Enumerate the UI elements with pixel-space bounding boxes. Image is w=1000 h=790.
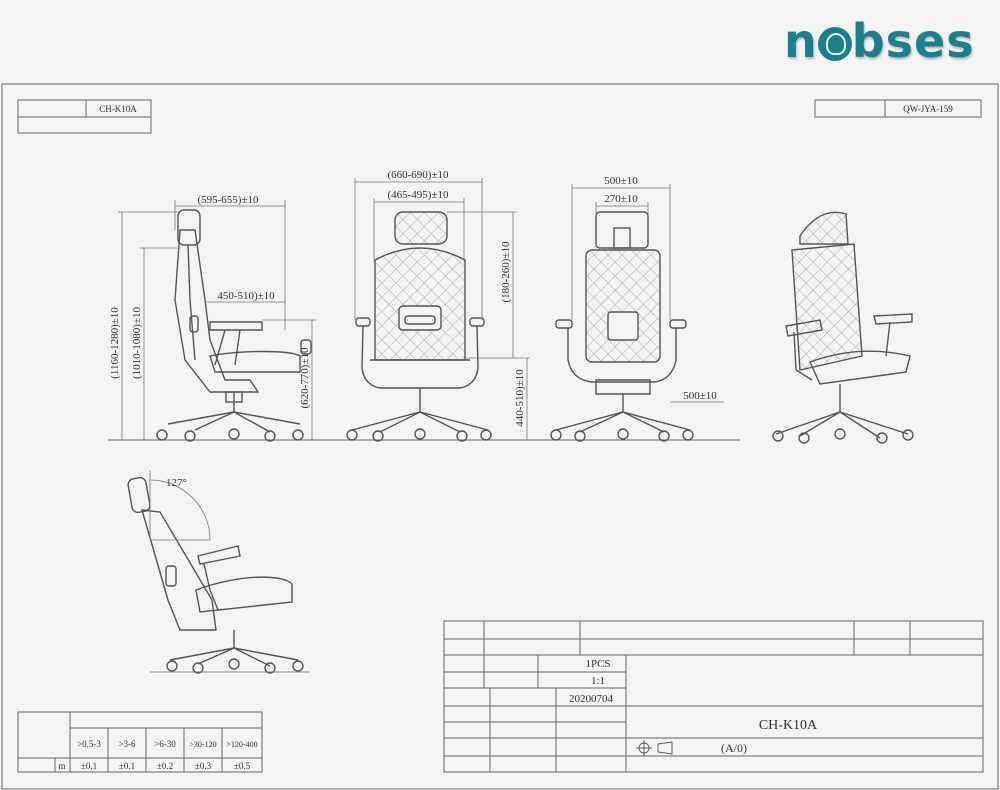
front-back-width-label: (465-495)±10 (387, 189, 449, 201)
side-total-height-label: (1160-1280)±10 (109, 307, 121, 379)
front-seat-height-label: 440-510)±10 (514, 369, 526, 427)
front-headrest-height-label: (180-260)±10 (500, 241, 512, 303)
front-view-chair (346, 211, 492, 442)
sheet-border (1, 83, 999, 790)
tolerance-range-2: >3-6 (118, 739, 136, 749)
reclined-view-chair (127, 476, 304, 674)
back-view-chair (550, 211, 694, 442)
projection-symbol-icon (636, 740, 673, 756)
header-right-code: QW-JYA-159 (903, 104, 953, 114)
tolerance-range-1: >0.5-3 (77, 739, 101, 749)
tolerance-range-3: >6-30 (154, 739, 176, 749)
title-model: CH-K10A (759, 718, 818, 733)
title-block (443, 620, 984, 773)
title-date: 20200704 (569, 693, 614, 705)
tolerance-value-5: ±0.5 (234, 761, 251, 771)
header-left-code: CH-K10A (99, 104, 137, 114)
side-seat-back-height-label: (1010-1080)±10 (131, 306, 143, 379)
back-width-label: 500±10 (604, 175, 638, 187)
recline-angle-label: 127° (166, 477, 187, 489)
header-right-box (814, 99, 982, 118)
back-headrest-width-label: 270±10 (604, 193, 638, 205)
side-arm-depth-label: 450-510)±10 (217, 290, 275, 302)
side-view-dimensions (118, 200, 316, 440)
perspective-view-chair (772, 211, 914, 444)
side-view-chair (156, 209, 312, 442)
title-revision: (A/0) (721, 741, 747, 755)
side-width-label: (595-655)±10 (197, 194, 259, 206)
header-left-box (17, 99, 152, 134)
logo-text-rest: bses (851, 14, 975, 68)
tolerance-table (17, 711, 263, 773)
recline-angle-arc (149, 470, 211, 541)
front-view-dimensions (354, 178, 530, 440)
tolerance-range-4: >30-120 (189, 740, 216, 749)
tolerance-value-4: ±0.3 (195, 761, 212, 771)
title-quantity: 1PCS (585, 658, 610, 670)
tolerance-value-2: ±0.1 (119, 761, 135, 771)
tolerance-value-3: ±0.2 (157, 761, 173, 771)
tolerance-value-1: ±0.1 (81, 761, 97, 771)
lightbulb-icon (817, 27, 852, 61)
side-arm-height-label: (620-770)±10 (299, 347, 311, 409)
title-scale: 1:1 (591, 675, 605, 687)
front-total-width-label: (660-690)±10 (387, 169, 449, 181)
back-view-dimensions (571, 184, 724, 403)
tolerance-unit: m (58, 761, 65, 771)
back-base-width-label: 500±10 (683, 390, 717, 402)
tolerance-range-5: >120-400 (226, 740, 257, 749)
